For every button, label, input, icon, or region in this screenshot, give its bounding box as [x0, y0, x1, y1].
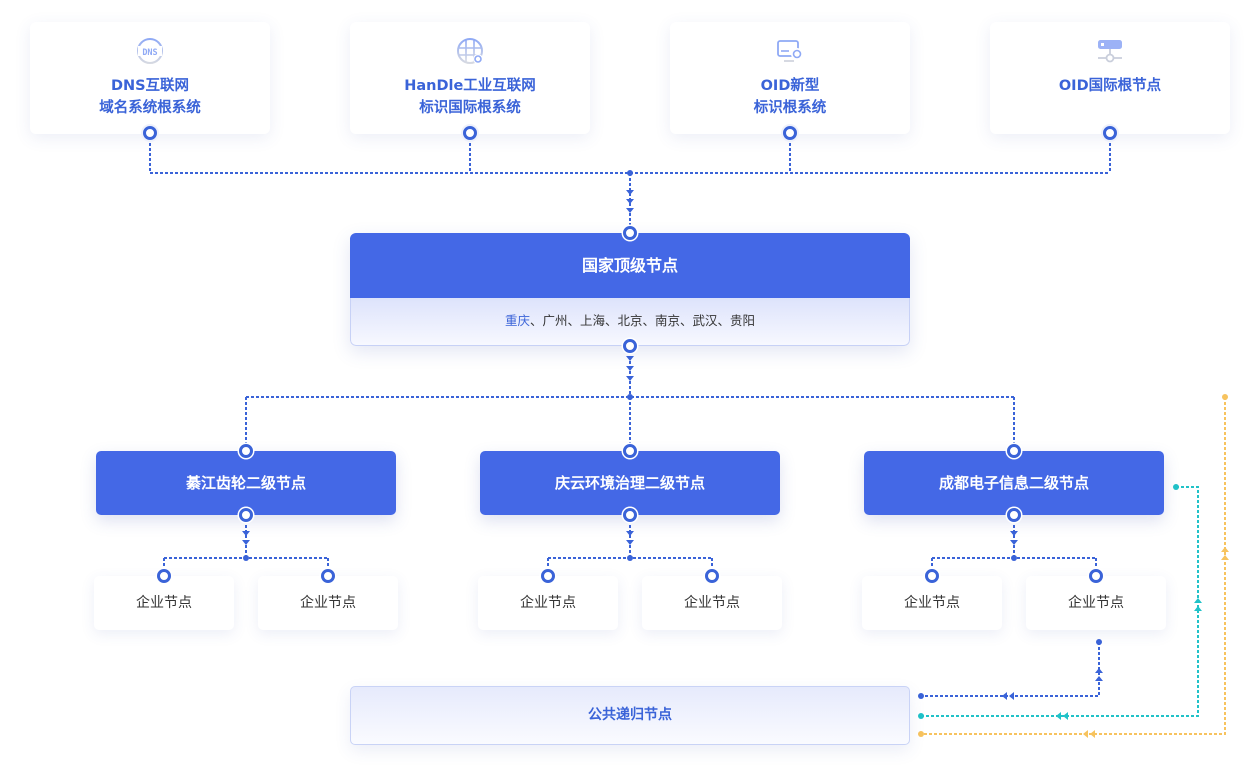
globe-gear-icon: [457, 38, 483, 64]
arrow-down: [626, 366, 634, 371]
national-top-level-node[interactable]: 国家顶级节点 重庆、广州、上海、北京、南京、武汉、贵阳: [350, 233, 910, 346]
svg-text:DNS: DNS: [142, 48, 157, 58]
top-node-cities: 重庆、广州、上海、北京、南京、武汉、贵阳: [350, 298, 910, 346]
dns-globe-icon: DNS: [137, 38, 163, 64]
arrow-left: [1009, 692, 1014, 700]
junction-dot: [243, 555, 249, 561]
end-dot: [918, 731, 924, 737]
arrow-down: [1010, 531, 1018, 536]
enterprise-node[interactable]: 企业节点: [862, 576, 1002, 630]
junction-dot: [627, 394, 633, 400]
second-level-node-qijiang[interactable]: 綦江齿轮二级节点: [96, 451, 396, 515]
enterprise-node[interactable]: 企业节点: [1026, 576, 1166, 630]
end-dot: [918, 693, 924, 699]
arrow-up: [1221, 547, 1229, 552]
arrow-down: [626, 208, 634, 213]
arrow-down: [626, 376, 634, 381]
arrow-left: [1083, 730, 1088, 738]
highlight-city[interactable]: 重庆: [504, 313, 530, 328]
arrow-down: [1010, 540, 1018, 545]
arrow-left: [1056, 712, 1061, 720]
other-cities: 、广州、上海、北京、南京、武汉、贵阳: [530, 313, 756, 328]
arrow-down: [626, 190, 634, 195]
end-dot: [918, 713, 924, 719]
root-system-oid[interactable]: OID新型 标识根系统: [670, 22, 910, 134]
arrow-up: [1095, 676, 1103, 681]
arrow-down: [242, 531, 250, 536]
arrow-left: [1063, 712, 1068, 720]
arrow-down: [626, 540, 634, 545]
junction-dot: [627, 555, 633, 561]
end-dot: [1096, 639, 1102, 645]
junction-dot: [1011, 555, 1017, 561]
monitor-gear-icon: [777, 40, 803, 62]
arrow-down: [242, 540, 250, 545]
public-recursive-node[interactable]: 公共递归节点: [350, 686, 910, 745]
enterprise-node[interactable]: 企业节点: [258, 576, 398, 630]
arrow-down: [626, 356, 634, 361]
arrow-left: [1090, 730, 1095, 738]
end-dot: [1222, 394, 1228, 400]
arrow-up: [1095, 668, 1103, 673]
enterprise-node[interactable]: 企业节点: [642, 576, 782, 630]
connector-ent-group-1: [163, 515, 329, 576]
top-node-title: 国家顶级节点: [350, 233, 910, 298]
arrow-down: [626, 531, 634, 536]
root-system-oid-international[interactable]: OID国际根节点: [990, 22, 1230, 134]
root-system-title: HanDle工业互联网 标识国际根系统: [404, 78, 536, 116]
root-system-title: DNS互联网 域名系统根系统: [99, 78, 201, 116]
root-system-handle[interactable]: HanDle工业互联网 标识国际根系统: [350, 22, 590, 134]
connector-ent-group-2: [547, 515, 713, 576]
end-dot: [1173, 484, 1179, 490]
connector-root-recursive: [921, 397, 1226, 735]
connector-ent-group-3: [931, 515, 1097, 576]
arrow-up: [1194, 606, 1202, 611]
arrow-up: [1194, 598, 1202, 603]
junction-dot: [627, 170, 633, 176]
enterprise-node[interactable]: 企业节点: [94, 576, 234, 630]
arrow-up: [1221, 555, 1229, 560]
connector-ent-recursive: [921, 642, 1100, 697]
second-level-node-qingyun[interactable]: 庆云环境治理二级节点: [480, 451, 780, 515]
arrow-left: [1002, 692, 1007, 700]
enterprise-node[interactable]: 企业节点: [478, 576, 618, 630]
server-node-icon: [1098, 40, 1122, 63]
second-level-node-chengdu[interactable]: 成都电子信息二级节点: [864, 451, 1164, 515]
root-system-title: OID新型 标识根系统: [753, 78, 827, 116]
root-system-dns[interactable]: DNS DNS互联网 域名系统根系统: [30, 22, 270, 134]
root-system-title: OID国际根节点: [1058, 78, 1162, 94]
arrow-down: [626, 199, 634, 204]
